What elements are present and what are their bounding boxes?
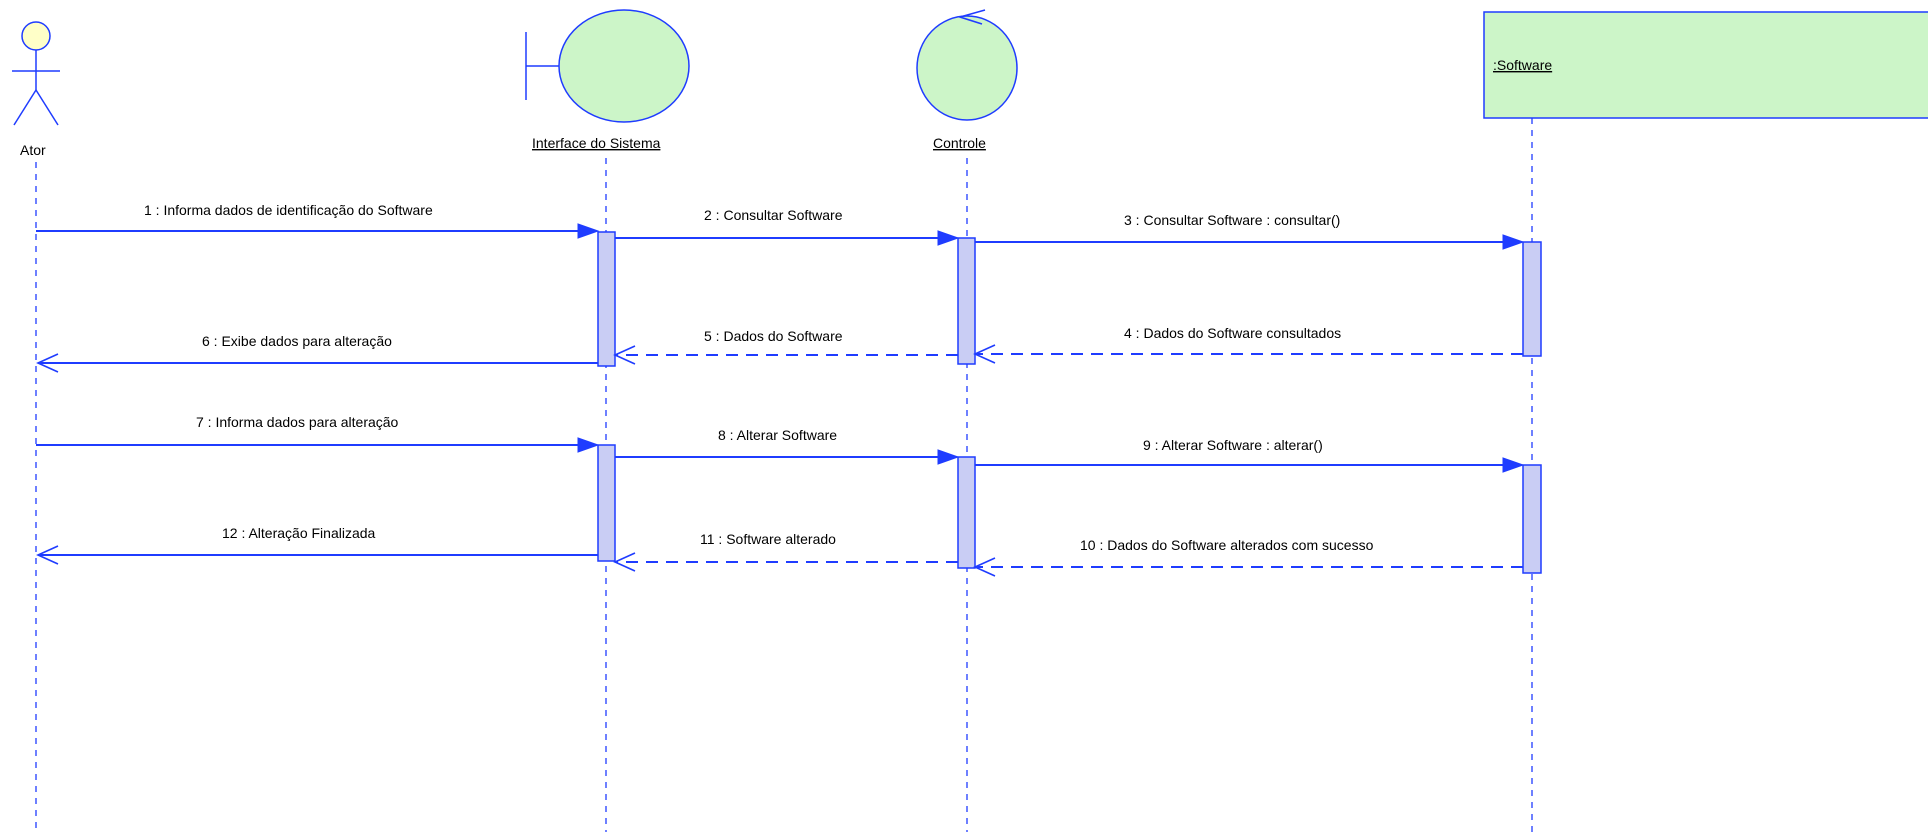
actor-label: Ator [20, 142, 46, 158]
message-3-arrowhead [1502, 234, 1525, 250]
message-6-label: 6 : Exibe dados para alteração [202, 333, 392, 349]
control-participant[interactable]: Controle [916, 9, 1018, 151]
message-10-label: 10 : Dados do Software alterados com suc… [1080, 537, 1374, 553]
message-3-label: 3 : Consultar Software : consultar() [1124, 212, 1340, 228]
actor-left-leg [13, 89, 37, 126]
control-activation-2 [957, 456, 976, 569]
message-1-label: 1 : Informa dados de identificação do So… [144, 202, 433, 218]
message-4-label: 4 : Dados do Software consultados [1124, 325, 1341, 341]
boundary-participant[interactable]: Interface do Sistema [525, 9, 690, 151]
boundary-activation-2 [597, 444, 616, 562]
message-8-arrowhead [937, 449, 960, 465]
message-9-arrowhead [1502, 457, 1525, 473]
message-11[interactable]: 11 : Software alterado [613, 531, 958, 572]
message-1[interactable]: 1 : Informa dados de identificação do So… [36, 202, 600, 239]
boundary-circle [558, 9, 690, 123]
message-12[interactable]: 12 : Alteração Finalizada [36, 525, 598, 565]
message-7[interactable]: 7 : Informa dados para alteração [36, 414, 600, 453]
message-7-label: 7 : Informa dados para alteração [196, 414, 399, 430]
message-4-arrowhead [973, 344, 996, 364]
message-5-label: 5 : Dados do Software [704, 328, 843, 344]
message-2-label: 2 : Consultar Software [704, 207, 843, 223]
message-4[interactable]: 4 : Dados do Software consultados [973, 325, 1523, 364]
entity-label: :Software [1493, 57, 1552, 73]
control-activation-1 [957, 237, 976, 365]
control-arrow [957, 9, 986, 25]
message-6-arrowhead [36, 353, 59, 373]
message-8[interactable]: 8 : Alterar Software [615, 427, 960, 465]
message-3[interactable]: 3 : Consultar Software : consultar() [975, 212, 1525, 250]
boundary-activation-1 [597, 231, 616, 367]
message-7-arrowhead [577, 437, 600, 453]
message-2[interactable]: 2 : Consultar Software [615, 207, 960, 246]
message-5[interactable]: 5 : Dados do Software [613, 328, 958, 365]
actor-participant[interactable]: Ator [12, 21, 60, 158]
control-circle [916, 15, 1018, 121]
entity-box [1483, 11, 1928, 119]
message-10[interactable]: 10 : Dados do Software alterados com suc… [973, 537, 1523, 577]
entity-participant[interactable]: :Software [1483, 11, 1928, 119]
message-10-arrowhead [973, 557, 996, 577]
message-11-label: 11 : Software alterado [700, 531, 836, 547]
actor-head [21, 21, 51, 51]
message-5-arrowhead [613, 345, 636, 365]
message-11-arrowhead [613, 552, 636, 572]
message-1-arrowhead [577, 223, 600, 239]
actor-right-leg [35, 89, 59, 126]
entity-activation-2 [1522, 464, 1542, 574]
boundary-label: Interface do Sistema [532, 135, 661, 151]
message-12-label: 12 : Alteração Finalizada [222, 525, 376, 541]
message-9[interactable]: 9 : Alterar Software : alterar() [975, 437, 1525, 473]
message-12-arrowhead [36, 545, 59, 565]
message-6[interactable]: 6 : Exibe dados para alteração [36, 333, 598, 373]
control-label: Controle [933, 135, 986, 151]
message-2-arrowhead [937, 230, 960, 246]
message-9-label: 9 : Alterar Software : alterar() [1143, 437, 1323, 453]
entity-activation-1 [1522, 241, 1542, 357]
message-8-label: 8 : Alterar Software [718, 427, 837, 443]
